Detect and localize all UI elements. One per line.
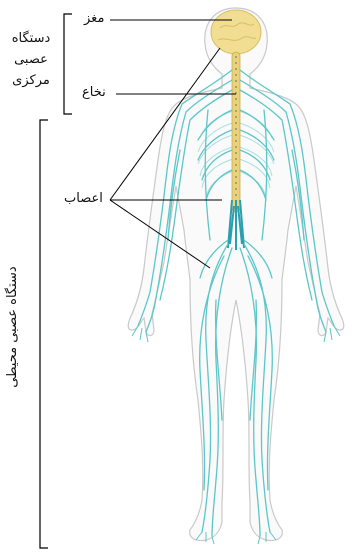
spinal-cord-label: نخاع [82, 84, 106, 102]
cauda-equina [228, 200, 244, 250]
hand-foot-nerves [132, 326, 340, 544]
cns-label-line2: عصبی [4, 49, 58, 70]
cns-label: دستگاه عصبی مرکزی [4, 28, 58, 91]
pns-label: دستگاه عصبی محیطی [4, 252, 22, 402]
brain-shape [211, 10, 261, 54]
cns-bracket [64, 14, 72, 114]
cns-label-line1: دستگاه [4, 28, 58, 49]
cns-label-line3: مرکزی [4, 70, 58, 91]
nerves-label: اعصاب [64, 190, 103, 208]
pns-bracket [40, 120, 48, 548]
brain-label: مغز [84, 10, 104, 28]
